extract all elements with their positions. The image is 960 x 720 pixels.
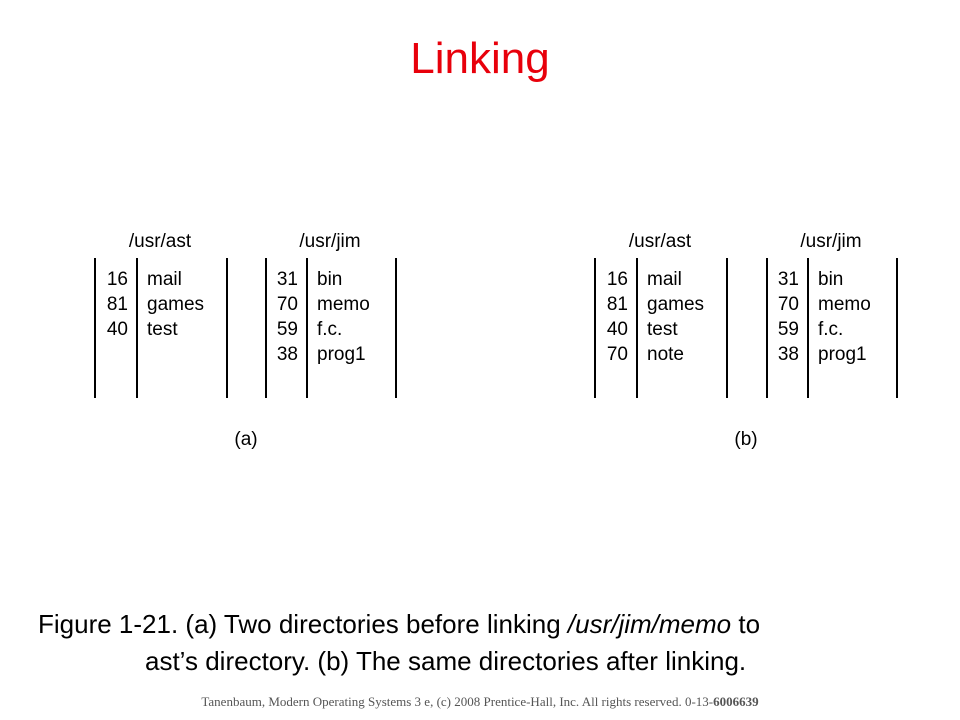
dir-b-jim-name: /usr/jim: [800, 231, 861, 252]
file-name: note: [647, 344, 684, 365]
inode-number: 40: [607, 319, 628, 340]
figure-b-label: (b): [734, 429, 757, 450]
inode-number: 16: [107, 269, 128, 290]
inode-number: 16: [607, 269, 628, 290]
file-name: mail: [147, 269, 182, 290]
file-name: bin: [818, 269, 843, 290]
dir-a-ast-name: /usr/ast: [129, 231, 192, 252]
file-name: test: [647, 319, 678, 340]
inode-number: 70: [778, 294, 799, 315]
inode-number: 81: [607, 294, 628, 315]
file-name: f.c.: [317, 319, 342, 340]
inode-number: 70: [277, 294, 298, 315]
copyright-footer: Tanenbaum, Modern Operating Systems 3 e,…: [0, 694, 960, 710]
inode-number: 40: [107, 319, 128, 340]
dir-b-jim-table: 31 70 59 38 bin memo f.c. prog1: [766, 258, 898, 398]
file-name: mail: [647, 269, 682, 290]
caption-text: to: [731, 609, 761, 639]
file-name: games: [147, 294, 204, 315]
footer-text: Tanenbaum, Modern Operating Systems 3 e,…: [201, 694, 714, 709]
inode-number: 81: [107, 294, 128, 315]
dir-b-ast-name: /usr/ast: [629, 231, 692, 252]
dir-b-ast-table: 16 81 40 70 mail games test note: [594, 258, 728, 398]
slide-title: Linking: [410, 34, 550, 83]
caption-path: /usr/jim/memo: [567, 609, 732, 639]
file-name: memo: [818, 294, 871, 315]
caption-line-2: ast’s directory. (b) The same directorie…: [145, 646, 747, 676]
figure-a: /usr/ast 16 81 40 mail games test /usr/j…: [94, 231, 397, 450]
figure-b: /usr/ast 16 81 40 70 mail games test not…: [594, 231, 898, 450]
file-name: prog1: [317, 344, 366, 365]
figure-a-label: (a): [234, 429, 257, 450]
footer-isbn: 6006639: [713, 694, 759, 709]
dir-a-ast-table: 16 81 40 mail games test: [94, 258, 228, 398]
inode-number: 38: [778, 344, 799, 365]
inode-number: 59: [277, 319, 298, 340]
file-name: bin: [317, 269, 342, 290]
caption-text: Figure 1-21. (a) Two directories before …: [38, 609, 568, 639]
dir-a-jim-name: /usr/jim: [299, 231, 360, 252]
inode-number: 38: [277, 344, 298, 365]
dir-a-jim-table: 31 70 59 38 bin memo f.c. prog1: [265, 258, 397, 398]
file-name: memo: [317, 294, 370, 315]
inode-number: 31: [277, 269, 298, 290]
file-name: games: [647, 294, 704, 315]
inode-number: 70: [607, 344, 628, 365]
figure-caption: Figure 1-21. (a) Two directories before …: [38, 606, 938, 680]
inode-number: 59: [778, 319, 799, 340]
inode-number: 31: [778, 269, 799, 290]
file-name: prog1: [818, 344, 867, 365]
file-name: f.c.: [818, 319, 843, 340]
file-name: test: [147, 319, 178, 340]
